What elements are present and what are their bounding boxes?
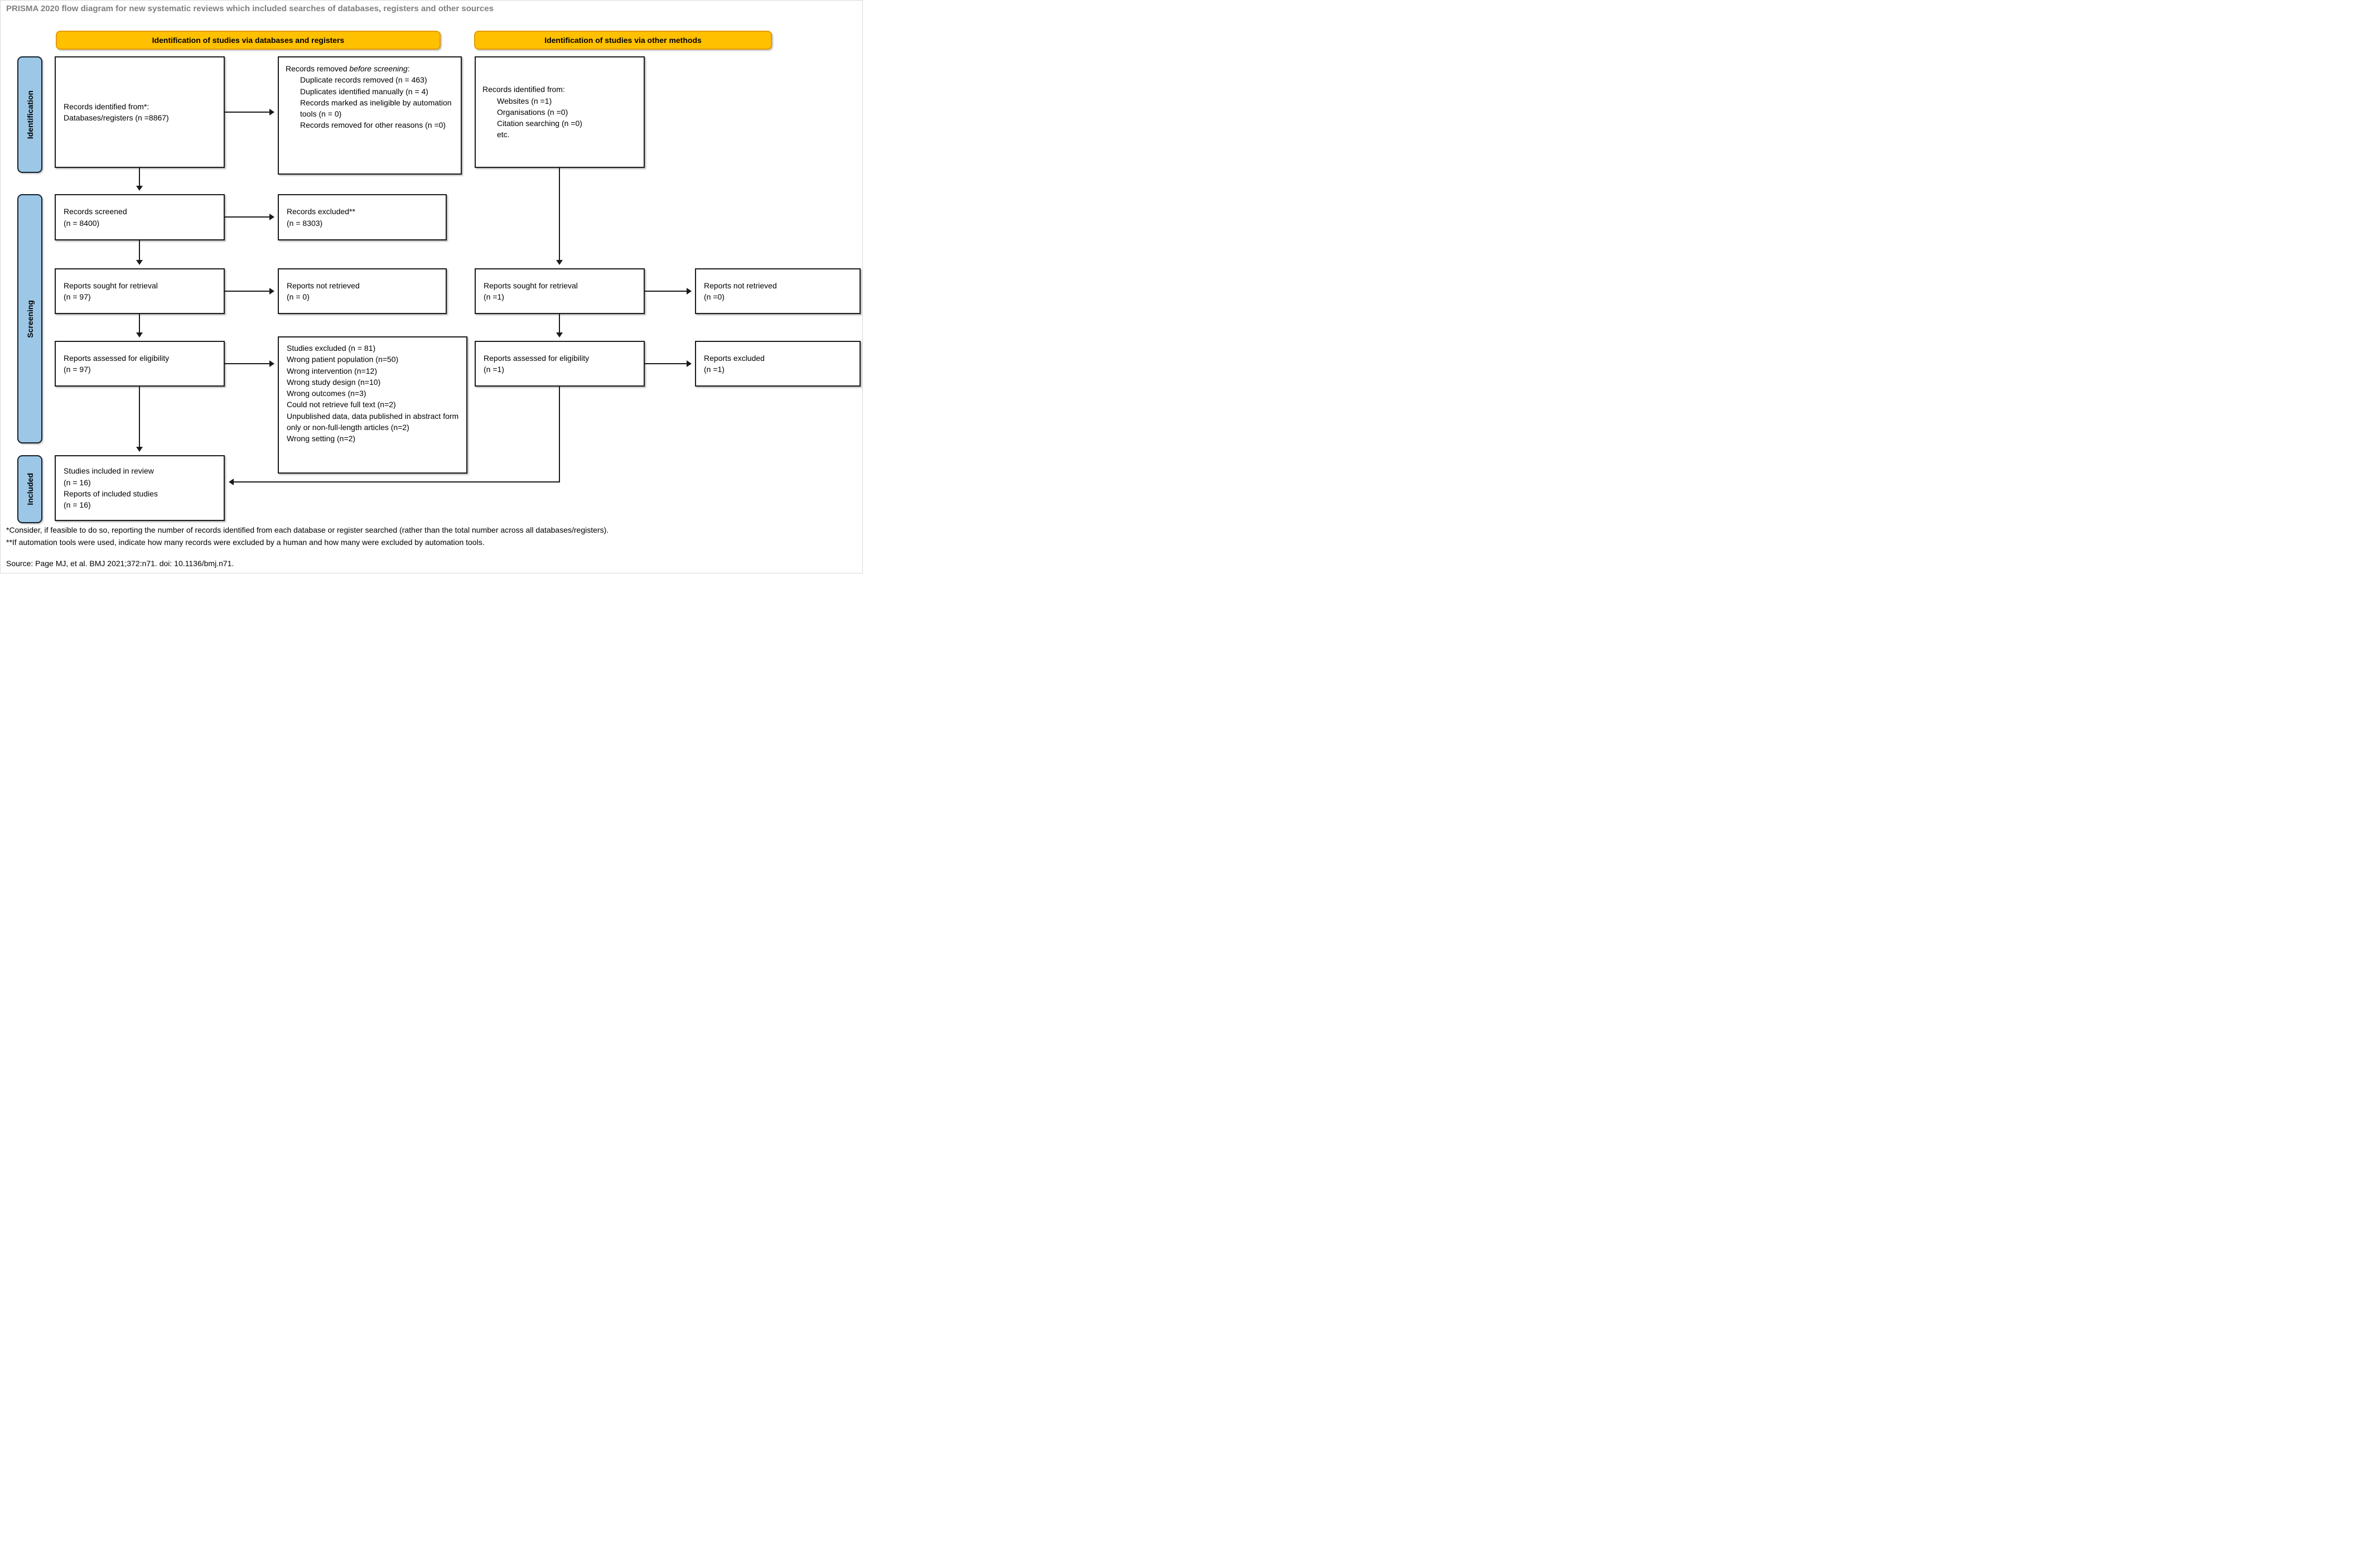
- box-item: Records marked as ineligible by automati…: [300, 98, 452, 119]
- column-header-databases-registers-label: Identification of studies via databases …: [152, 36, 345, 45]
- arrow-identified-to-removed: [225, 109, 274, 115]
- box-item: Organisations (n =0): [497, 107, 568, 117]
- box-heading: Records removed before screening:: [286, 63, 455, 74]
- box-item: etc.: [497, 130, 510, 139]
- heading-suffix: :: [407, 64, 410, 73]
- stage-label-screening-text: Screening: [25, 300, 35, 338]
- box-line: Reports of included studies: [64, 489, 158, 498]
- box-item: Websites (n =1): [497, 96, 552, 105]
- box-item: Duplicates identified manually (n = 4): [300, 86, 428, 96]
- box-line: (n = 8303): [287, 218, 323, 228]
- arrow-screened-to-excluded: [225, 214, 274, 220]
- box-reports-assessed-other: Reports assessed for eligibility (n =1): [475, 341, 645, 387]
- arrow-screened-to-sought: [136, 240, 143, 265]
- box-line: Wrong outcomes (n=3): [287, 389, 366, 398]
- arrow-other-assessed-elbow-vertical: [559, 387, 560, 483]
- column-header-databases-registers: Identification of studies via databases …: [56, 31, 441, 50]
- arrow-other-identified-to-sought: [556, 168, 563, 265]
- box-line: Studies included in review: [64, 466, 154, 476]
- arrow-identified-to-screened: [136, 168, 143, 191]
- box-line: (n =0): [704, 292, 725, 301]
- box-item: Duplicate records removed (n = 463): [300, 75, 427, 85]
- box-reports-not-retrieved-databases: Reports not retrieved (n = 0): [278, 268, 447, 314]
- box-line: Could not retrieve full text (n=2): [287, 400, 396, 409]
- box-reports-excluded-other: Reports excluded (n =1): [695, 341, 861, 387]
- box-heading: Records identified from:: [482, 85, 565, 94]
- heading-italic: before screening: [349, 64, 408, 73]
- box-reports-not-retrieved-other: Reports not retrieved (n =0): [695, 268, 861, 314]
- box-studies-included: Studies included in review (n = 16) Repo…: [55, 455, 225, 521]
- box-line: (n = 8400): [64, 218, 100, 228]
- prisma-flow-diagram: PRISMA 2020 flow diagram for new systema…: [0, 0, 863, 573]
- box-line: (n = 97): [64, 365, 91, 374]
- box-line: Reports not retrieved: [704, 281, 777, 290]
- box-line: Wrong patient population (n=50): [287, 355, 399, 364]
- box-line: Records screened: [64, 207, 127, 216]
- box-line: Wrong setting (n=2): [287, 434, 356, 443]
- stage-label-identification: Identification: [17, 56, 42, 173]
- source-citation: Source: Page MJ, et al. BMJ 2021;372:n71…: [6, 559, 234, 568]
- box-line: (n =1): [704, 365, 725, 374]
- arrow-assessed-to-studies-excluded: [225, 360, 274, 367]
- box-item: Records removed for other reasons (n =0): [300, 120, 446, 130]
- page-title: PRISMA 2020 flow diagram for new systema…: [6, 4, 494, 13]
- box-records-screened: Records screened (n = 8400): [55, 194, 225, 240]
- heading-prefix: Records removed: [286, 64, 350, 73]
- footnote-asterisk: *Consider, if feasible to do so, reporti…: [6, 525, 609, 534]
- column-header-other-methods-label: Identification of studies via other meth…: [544, 36, 702, 45]
- box-line: (n = 97): [64, 292, 91, 301]
- box-line: Records identified from*:: [64, 102, 149, 111]
- box-line: Reports excluded: [704, 353, 765, 363]
- box-line: Reports assessed for eligibility: [64, 353, 170, 363]
- box-line: Reports assessed for eligibility: [484, 353, 590, 363]
- box-records-removed-before-screening: Records removed before screening: Duplic…: [278, 56, 462, 175]
- box-line: (n =1): [484, 365, 504, 374]
- box-records-identified-databases: Records identified from*: Databases/regi…: [55, 56, 225, 168]
- arrow-other-assessed-to-included: [229, 479, 560, 485]
- box-line: Reports not retrieved: [287, 281, 360, 290]
- footnote-double-asterisk: **If automation tools were used, indicat…: [6, 538, 485, 547]
- box-records-excluded: Records excluded** (n = 8303): [278, 194, 447, 240]
- box-line: (n = 0): [287, 292, 310, 301]
- box-line: Studies excluded (n = 81): [287, 344, 376, 353]
- stage-label-included: Included: [17, 455, 42, 523]
- box-line: Unpublished data, data published in abst…: [287, 411, 459, 432]
- box-line: Reports sought for retrieval: [484, 281, 578, 290]
- box-line: Wrong study design (n=10): [287, 377, 381, 387]
- stage-label-screening: Screening: [17, 194, 42, 443]
- box-records-identified-other: Records identified from: Websites (n =1)…: [475, 56, 645, 168]
- box-reports-assessed-databases: Reports assessed for eligibility (n = 97…: [55, 341, 225, 387]
- column-header-other-methods: Identification of studies via other meth…: [474, 31, 772, 50]
- box-line: Wrong intervention (n=12): [287, 366, 377, 375]
- arrow-other-sought-to-assessed: [556, 314, 563, 337]
- box-line: Reports sought for retrieval: [64, 281, 158, 290]
- box-item: Citation searching (n =0): [497, 119, 582, 128]
- stage-label-identification-text: Identification: [25, 90, 35, 139]
- box-line: Databases/registers (n =8867): [64, 113, 169, 122]
- arrow-other-sought-to-not-retrieved: [645, 288, 692, 295]
- box-line: Records excluded**: [287, 207, 355, 216]
- arrow-sought-to-assessed: [136, 314, 143, 337]
- box-line: (n = 16): [64, 500, 91, 510]
- box-reports-sought-databases: Reports sought for retrieval (n = 97): [55, 268, 225, 314]
- arrow-other-assessed-to-reports-excluded: [645, 360, 692, 367]
- arrow-sought-to-not-retrieved: [225, 288, 274, 295]
- arrow-assessed-to-included: [136, 387, 143, 452]
- box-line: (n =1): [484, 292, 504, 301]
- box-studies-excluded: Studies excluded (n = 81) Wrong patient …: [278, 336, 467, 474]
- box-reports-sought-other: Reports sought for retrieval (n =1): [475, 268, 645, 314]
- box-line: (n = 16): [64, 477, 91, 487]
- stage-label-included-text: Included: [25, 473, 35, 505]
